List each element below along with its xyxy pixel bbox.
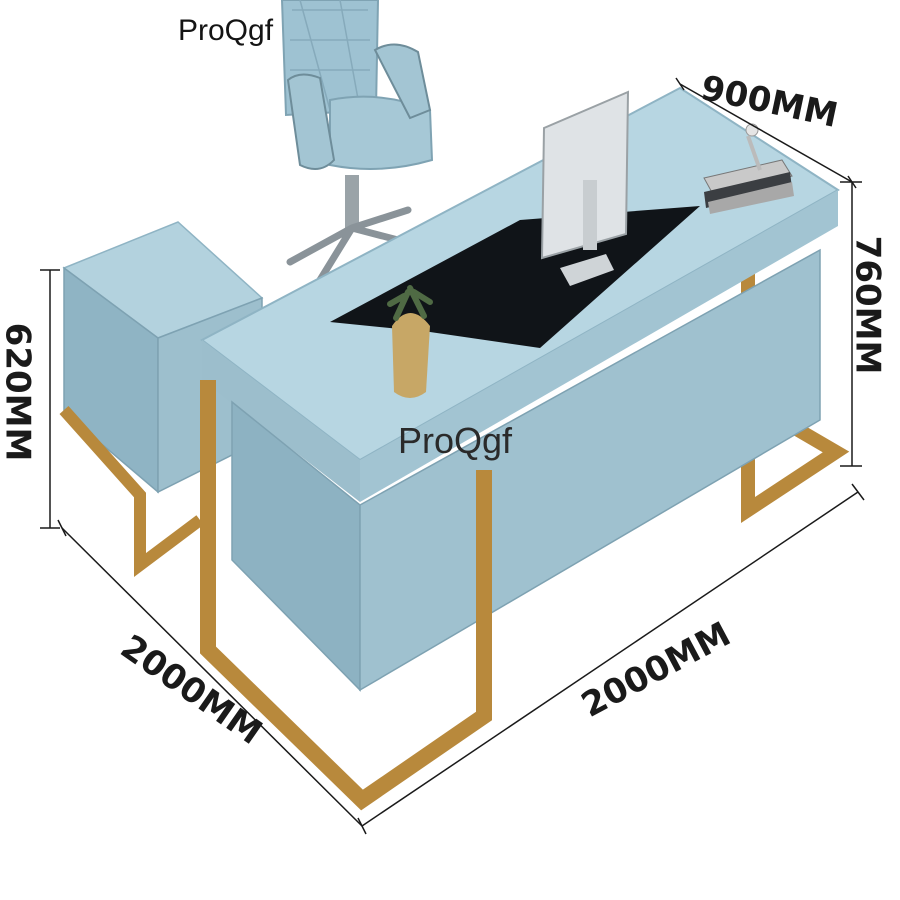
potted-plant <box>387 285 433 398</box>
height-dimension-label: 760MM <box>847 235 888 375</box>
office-chair <box>280 0 434 284</box>
brand-watermark-top: ProQgf <box>178 14 274 47</box>
brand-watermark-center: ProQgf <box>398 420 513 461</box>
books-stack <box>703 123 794 214</box>
computer-monitor <box>540 90 630 286</box>
dimension-lines <box>40 77 865 835</box>
side-height-dimension-label: 620MM <box>0 322 38 462</box>
gold-legs-front <box>200 380 492 811</box>
main-desk <box>200 86 840 692</box>
